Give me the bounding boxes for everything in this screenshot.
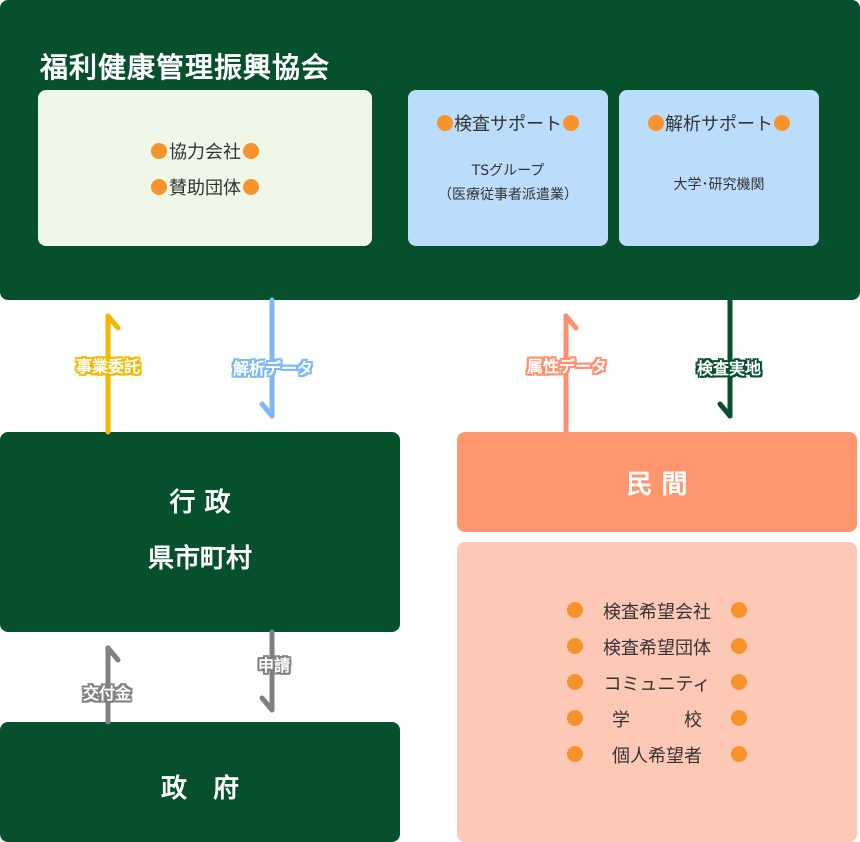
list-item: 学 校 [567, 706, 747, 731]
private-sector-list: 検査希望会社 検査希望団体 コミュニティ 学 校 個人希望者 [457, 542, 857, 842]
private-sector-title: 民 間 [626, 470, 688, 500]
bullet-dot-icon [567, 602, 583, 618]
list-item: 個人希望者 [567, 742, 747, 767]
analysis-support-title: 解析サポート [619, 110, 819, 136]
inspection-arrow [717, 297, 733, 419]
commission-label: 事業委託 [75, 357, 141, 376]
inspection-support-title: 検査サポート [408, 110, 608, 136]
bullet-dot-icon [151, 179, 167, 195]
list-item: コミュニティ [567, 670, 747, 695]
member-item: 協力会社 [38, 138, 372, 164]
bullet-dot-icon [567, 638, 583, 654]
analysis-data-label: 解析データ [232, 359, 314, 378]
application-label: 申請 [257, 656, 291, 675]
analysis-data-arrow [259, 297, 275, 419]
private-sector-box: 民 間 [457, 432, 857, 532]
local-government-line1: 行 政 [169, 488, 231, 518]
local-government-box: 行 政 県市町村 [0, 432, 400, 632]
local-government-line2: 県市町村 [147, 544, 252, 574]
analysis-support-desc: 大学･研究機関 [673, 177, 765, 193]
national-government-box: 政 府 [0, 722, 400, 842]
bullet-dot-icon [563, 115, 579, 131]
bullet-dot-icon [731, 638, 747, 654]
inspection-support-box: 検査サポート TSグループ （医療従事者派遣業） [408, 90, 608, 246]
attribute-data-arrow [563, 313, 579, 435]
inspection-label: 検査実地 [696, 359, 762, 378]
bullet-dot-icon [567, 710, 583, 726]
grant-label: 交付金 [82, 684, 132, 703]
bullet-dot-icon [774, 115, 790, 131]
association-title: 福利健康管理振興協会 [40, 51, 331, 84]
bullet-dot-icon [243, 179, 259, 195]
inspection-support-desc: （医療従事者派遣業） [438, 187, 578, 203]
bullet-dot-icon [437, 115, 453, 131]
members-box: 協力会社 賛助団体 [38, 90, 372, 246]
bullet-dot-icon [243, 143, 259, 159]
national-government-label: 政 府 [160, 774, 239, 804]
application-arrow [259, 629, 275, 713]
commission-arrow [105, 313, 121, 435]
bullet-dot-icon [567, 746, 583, 762]
bullet-dot-icon [731, 602, 747, 618]
member-item: 賛助団体 [38, 174, 372, 200]
bullet-dot-icon [648, 115, 664, 131]
bullet-dot-icon [567, 674, 583, 690]
attribute-data-label: 属性データ [526, 357, 608, 376]
list-item: 検査希望団体 [567, 634, 747, 659]
list-item: 検査希望会社 [567, 598, 747, 623]
inspection-support-group: TSグループ [471, 163, 545, 179]
grant-arrow [105, 645, 121, 725]
bullet-dot-icon [731, 710, 747, 726]
analysis-support-box: 解析サポート 大学･研究機関 [619, 90, 819, 246]
bullet-dot-icon [151, 143, 167, 159]
bullet-dot-icon [731, 746, 747, 762]
bullet-dot-icon [731, 674, 747, 690]
